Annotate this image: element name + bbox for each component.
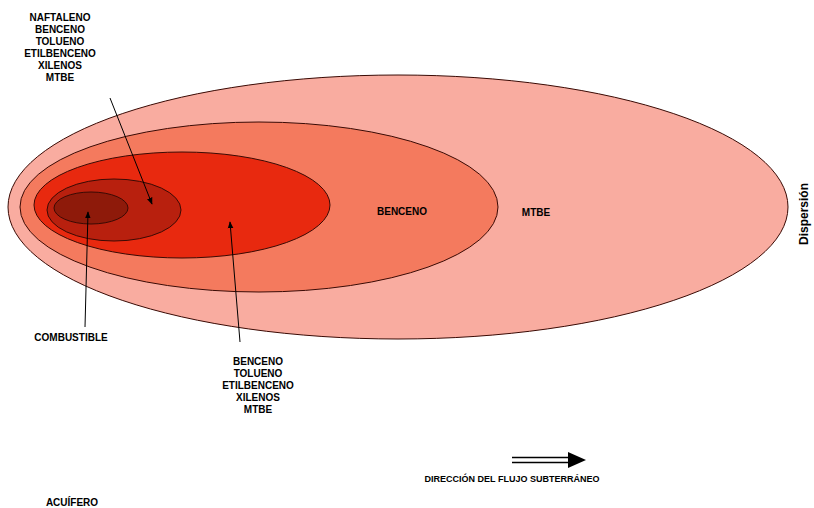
axis-label: Dispersión: [797, 183, 811, 245]
plume-btex: BENCENO TOLUENO ETILBENCENO XILENOS MTBE…: [33, 151, 331, 259]
zone-label: MTBE: [522, 207, 550, 219]
plume-benceno: BENCENO BENCENO TOLUENO ETILBENCENO XILEN…: [19, 121, 499, 293]
leader-line: [85, 212, 88, 327]
flow-arrow: [512, 452, 586, 468]
plume-outline: [47, 179, 181, 241]
plume-outline: [20, 122, 498, 292]
plume-outline: [34, 152, 330, 258]
fuel-source: COMBUSTIBLE: [53, 191, 129, 225]
callout-text: COMBUSTIBLE: [34, 332, 107, 344]
leader-line: [110, 98, 152, 204]
plume-outline: [8, 75, 788, 339]
plume-outline: [54, 192, 128, 224]
plume-ellipse: [53, 191, 129, 225]
region-label: ACUÍFERO: [46, 497, 98, 508]
plume-mtbe: MTBE BENCENO BENCENO TOLUENO ETILBENCENO X…: [7, 74, 789, 340]
flow-label: DIRECCIÓN DEL FLUJO SUBTERRÁNEO: [425, 474, 600, 484]
callout-text: BENCENO TOLUENO ETILBENCENO XILENOS MTBE: [222, 356, 294, 416]
zone-label: BENCENO: [377, 206, 427, 218]
callout-text: NAFTALENO BENCENO TOLUENO ETILBENCENO XI…: [24, 12, 96, 84]
leader-line: [230, 222, 240, 342]
plume-naftaleno: NAFTALENO BENCENO TOLUENO ETILBENCENO XI…: [46, 178, 182, 242]
